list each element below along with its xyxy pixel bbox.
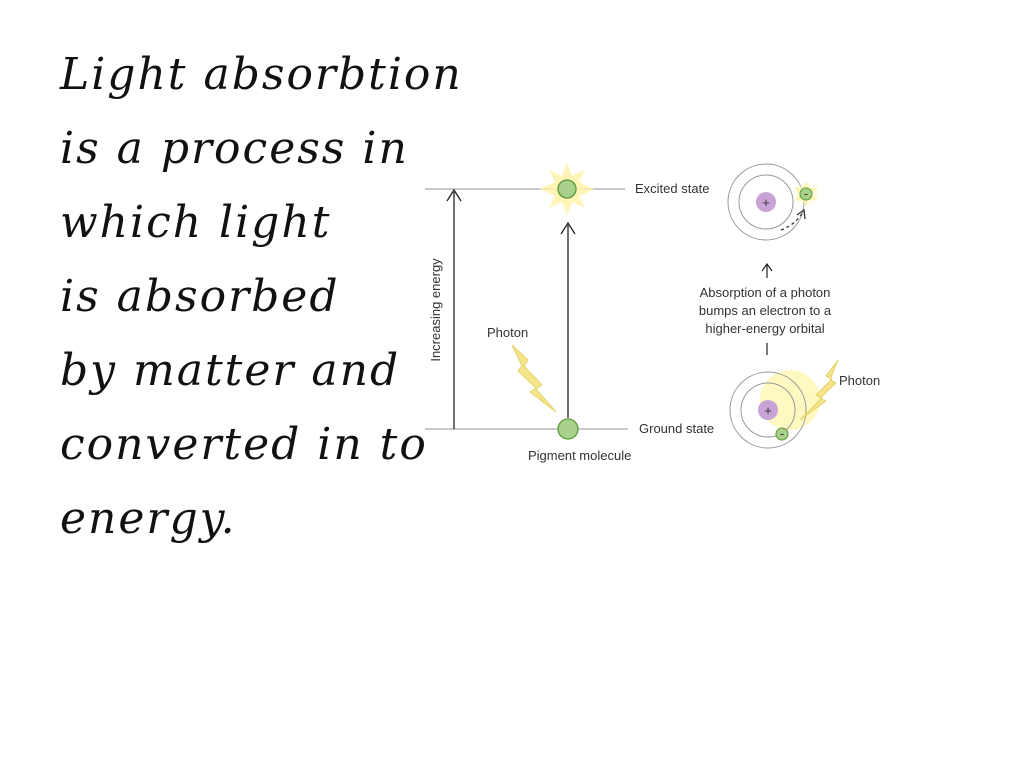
nucleus-plus-sign: + bbox=[762, 195, 770, 210]
nucleus-icon bbox=[756, 192, 776, 212]
photon-lightning-icon bbox=[511, 344, 557, 413]
ground-atom: + - bbox=[729, 370, 820, 449]
excited-molecule bbox=[540, 162, 594, 216]
ground-state-label: Ground state bbox=[639, 421, 714, 436]
nucleus-plus-sign: + bbox=[764, 403, 772, 418]
note-line-3: which light bbox=[60, 197, 332, 248]
note-line-7: energy. bbox=[60, 493, 237, 544]
note-line-6: converted in to bbox=[60, 419, 428, 470]
inner-orbit bbox=[738, 174, 794, 230]
photon-lightning-icon bbox=[799, 359, 839, 421]
absorption-caption-line-1: Absorption of a photon bbox=[700, 285, 831, 300]
note-line-5: by matter and bbox=[60, 345, 401, 396]
photon-label-right: Photon bbox=[839, 373, 880, 388]
handwritten-notes: Light absorbtion is a process in which l… bbox=[60, 38, 463, 556]
electron-minus-sign: - bbox=[804, 186, 808, 201]
electron-icon bbox=[799, 187, 813, 201]
absorption-caption-line-2: bumps an electron to a bbox=[699, 303, 832, 318]
inner-orbit bbox=[740, 382, 796, 438]
absorption-caption-line-3: higher-energy orbital bbox=[705, 321, 824, 336]
transition-arrowhead bbox=[761, 262, 773, 272]
excited-atom: + - bbox=[727, 163, 819, 241]
electron-jump-arrow bbox=[780, 211, 804, 231]
electron-jump-arrowhead bbox=[796, 208, 806, 220]
ground-molecule-icon bbox=[557, 418, 579, 440]
note-line-4: is absorbed bbox=[60, 271, 340, 322]
energy-axis-arrowhead bbox=[446, 188, 462, 202]
outer-orbit bbox=[729, 371, 807, 449]
energy-axis-label: Increasing energy bbox=[428, 258, 443, 362]
photon-label-left: Photon bbox=[487, 325, 528, 340]
pigment-molecule-label: Pigment molecule bbox=[528, 448, 631, 463]
electron-icon bbox=[775, 427, 789, 441]
electron-minus-sign: - bbox=[780, 426, 784, 441]
nucleus-icon bbox=[758, 400, 778, 420]
excited-state-label: Excited state bbox=[635, 181, 709, 196]
note-line-2: is a process in bbox=[60, 123, 409, 174]
excitation-arrowhead bbox=[560, 221, 576, 235]
molecule-icon bbox=[557, 179, 577, 199]
note-line-1: Light absorbtion bbox=[60, 49, 463, 100]
